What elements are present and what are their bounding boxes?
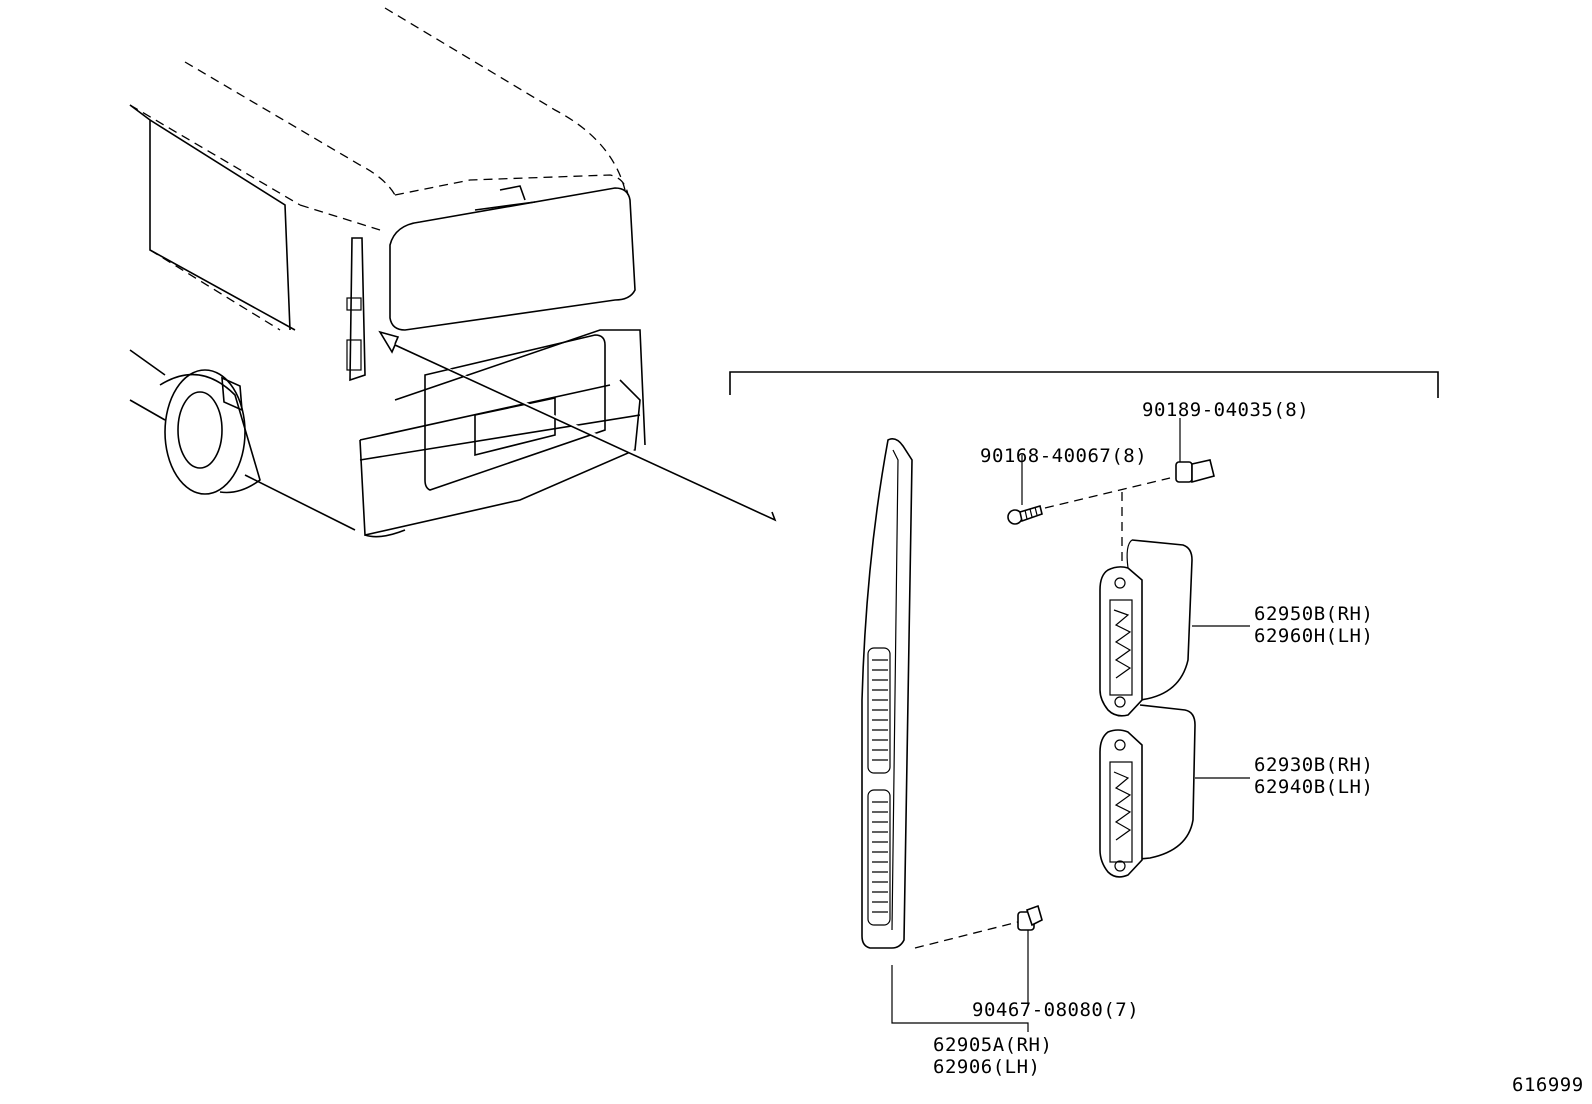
part-label-clip-bottom: 90467-08080(7) (972, 999, 1140, 1021)
upper-lamp (1099, 539, 1250, 717)
part-label-upper-lamp-lh: 62960H(LH) (1254, 625, 1374, 647)
detail-bracket (729, 371, 1439, 398)
lamp-cover (861, 438, 913, 949)
cover-leader (891, 965, 1029, 1032)
part-label-clip-top: 90189-04035(8) (1142, 399, 1310, 421)
clip-bottom-part (914, 904, 1043, 1005)
clip-top-part (1121, 418, 1215, 568)
part-label-lower-lamp-lh: 62940B(LH) (1254, 776, 1374, 798)
part-label-cover-lh: 62906(LH) (933, 1056, 1041, 1078)
diagram-id: 616999 (1512, 1074, 1584, 1096)
lower-lamp (1099, 704, 1250, 878)
part-label-upper-lamp-rh: 62950B(RH) (1254, 603, 1374, 625)
screw-part (1007, 455, 1171, 525)
part-label-cover-rh: 62905A(RH) (933, 1034, 1053, 1056)
van-rear-view (129, 7, 777, 538)
part-label-screw: 90168-40067(8) (980, 445, 1148, 467)
part-label-lower-lamp-rh: 62930B(RH) (1254, 754, 1374, 776)
